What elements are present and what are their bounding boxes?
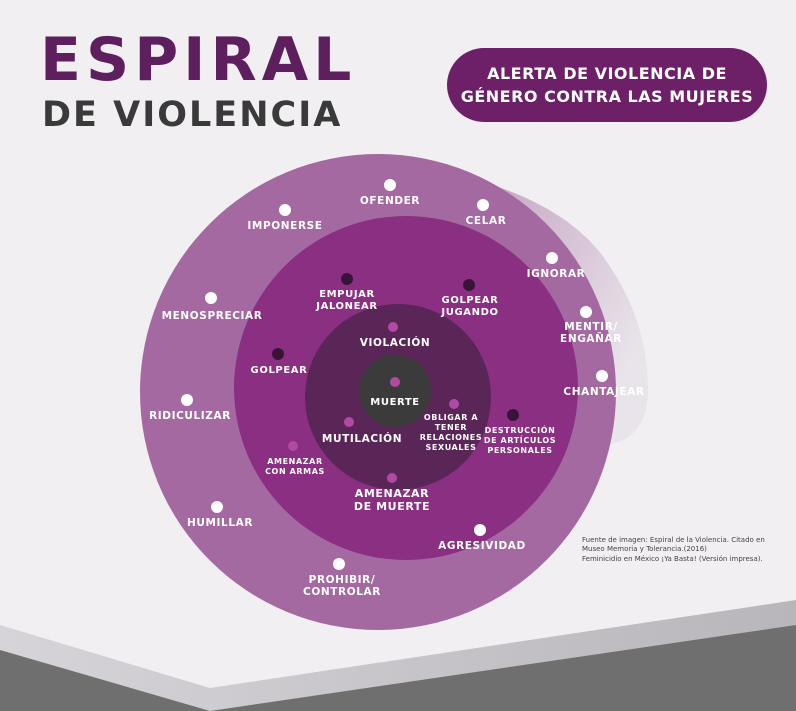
middle-dots-accent [288,441,397,483]
label-ofender: OFENDER [360,195,420,207]
label-violacion: VIOLACIÓN [360,336,431,349]
label-amenazar-armas-2: CON ARMAS [265,467,325,476]
title-espiral: ESPIRAL [40,25,357,95]
label-destruccion-2: DE ARTÍCULOS [484,434,556,445]
source-line-2: Museo Memoria y Tolerancia.(2016) [582,545,707,554]
label-amenazar-muerte-2: DE MUERTE [354,500,430,513]
label-golpear-jugando-1: GOLPEAR [442,295,499,306]
bottom-band-dark [0,625,796,711]
label-obligar-3: RELACIONES [420,433,482,442]
label-chantajear: CHANTAJEAR [563,386,644,398]
label-agresividad: AGRESIVIDAD [438,540,526,552]
label-jalonear: JALONEAR [315,301,377,312]
label-golpear: GOLPEAR [251,365,308,376]
label-mentir: MENTIR/ [564,321,618,333]
label-prohibir: PROHIBIR/ [309,574,376,586]
middle-dots [272,273,519,421]
source-line-3: Feminicidio en México ¡Ya Basta! (Versió… [582,554,763,563]
label-amenazar-armas-1: AMENAZAR [267,457,322,466]
title-de-violencia: DE VIOLENCIA [42,95,343,135]
label-empujar: EMPUJAR [319,289,375,300]
label-controlar: CONTROLAR [303,586,381,598]
label-obligar-4: SEXUALES [426,443,477,452]
label-golpear-jugando-2: JUGANDO [440,307,498,318]
label-amenazar-muerte-1: AMENAZAR [355,487,429,500]
outer-dots [181,179,608,570]
alert-text: ALERTA DE VIOLENCIA DE GÉNERO CONTRA LAS… [460,63,754,106]
label-ignorar: IGNORAR [527,268,586,280]
inner-dots [344,322,459,427]
label-enganar: ENGAÑAR [560,332,622,345]
label-obligar-1: OBLIGAR A [424,413,478,422]
label-muerte: MUERTE [370,397,419,408]
label-destruccion-1: DESTRUCCIÓN [485,424,556,435]
source-line-1: Fuente de imagen: Espiral de la Violenci… [582,536,765,544]
source-citation: Fuente de imagen: Espiral de la Violenci… [582,536,792,564]
label-ridiculizar: RIDICULIZAR [149,410,231,422]
label-menospreciar: MENOSPRECIAR [162,310,263,322]
label-imponerse: IMPONERSE [247,220,322,232]
label-humillar: HUMILLAR [187,517,253,529]
label-celar: CELAR [466,215,507,227]
label-mutilacion: MUTILACIÓN [322,432,402,445]
label-obligar-2: TENER [435,423,467,432]
label-destruccion-3: PERSONALES [487,446,552,455]
alert-badge: ALERTA DE VIOLENCIA DE GÉNERO CONTRA LAS… [447,48,767,122]
center-circle [359,355,431,427]
